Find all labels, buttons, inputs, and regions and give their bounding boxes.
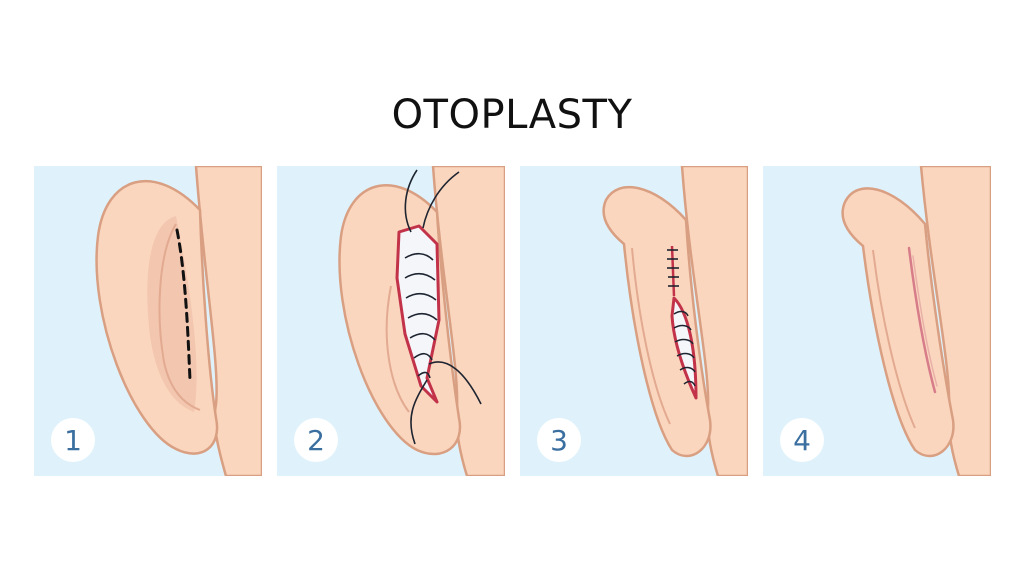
step-badge-1: 1 bbox=[51, 418, 95, 462]
step-number: 4 bbox=[793, 424, 811, 457]
step-panel-3: 3 bbox=[520, 166, 748, 476]
step-badge-2: 2 bbox=[294, 418, 338, 462]
step-badge-3: 3 bbox=[537, 418, 581, 462]
step-panel-2: 2 bbox=[277, 166, 505, 476]
diagram-title: OTOPLASTY bbox=[0, 92, 1024, 138]
step-number: 2 bbox=[307, 424, 325, 457]
step-number: 3 bbox=[550, 424, 568, 457]
step-panel-4: 4 bbox=[763, 166, 991, 476]
step-panel-1: 1 bbox=[34, 166, 262, 476]
step-badge-4: 4 bbox=[780, 418, 824, 462]
step-number: 1 bbox=[64, 424, 82, 457]
